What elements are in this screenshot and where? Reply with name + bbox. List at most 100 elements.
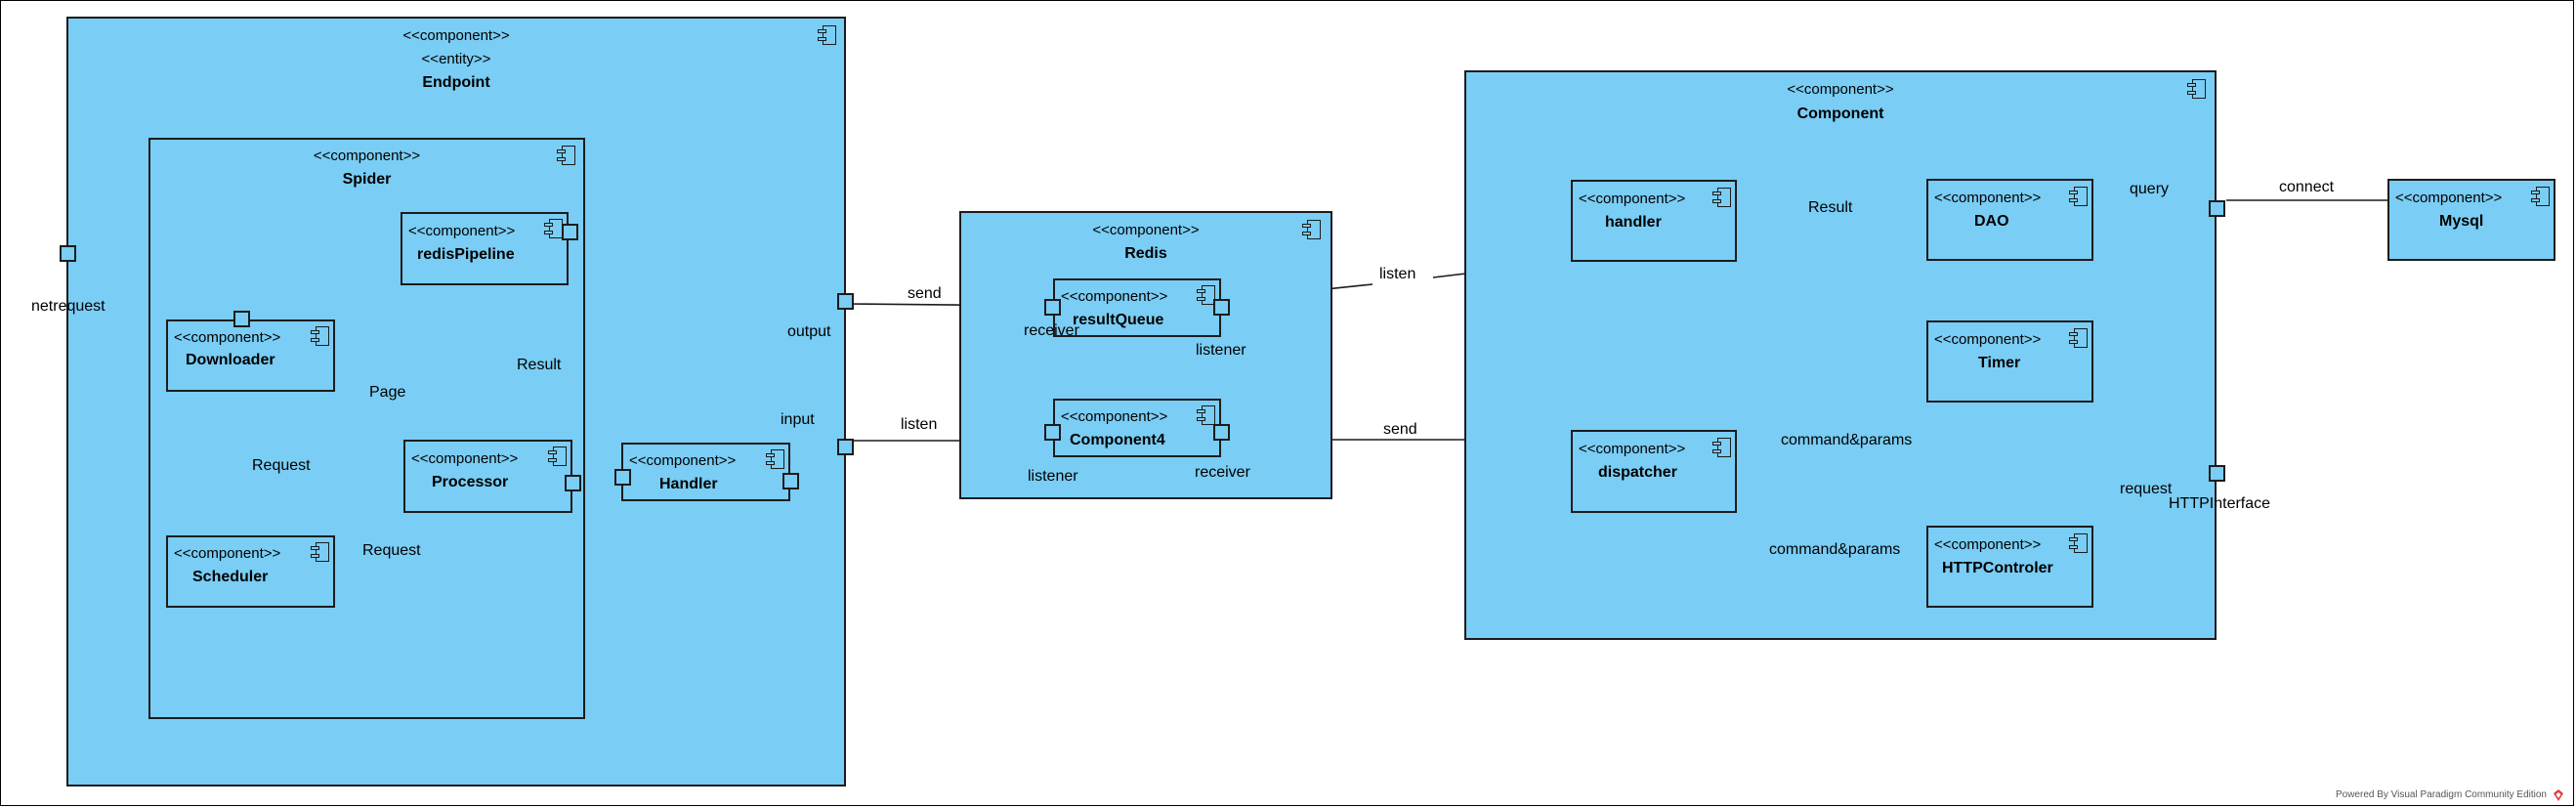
label-connect: connect (2279, 179, 2335, 195)
mysql-stereotype: <<component>> (2395, 190, 2503, 206)
scheduler-component[interactable]: <<component>> Scheduler (166, 535, 335, 608)
endpoint-entity-stereotype: <<entity>> (421, 51, 491, 67)
label-send-2: send (1383, 421, 1417, 438)
httpcontroler-stereotype: <<component>> (1934, 536, 2042, 553)
label-receiver-2: receiver (1195, 464, 1250, 481)
port-component4-receiver[interactable] (1213, 424, 1230, 441)
port-input[interactable] (837, 439, 854, 455)
resultqueue-component[interactable]: <<component>> resultQueue (1053, 278, 1221, 337)
port-netrequest[interactable] (60, 245, 76, 262)
label-result-2: Result (1808, 199, 1853, 216)
dispatcher-stereotype: <<component>> (1579, 441, 1686, 457)
dispatcher-name: dispatcher (1598, 464, 1677, 481)
component4-stereotype: <<component>> (1061, 408, 1168, 425)
label-send-1: send (908, 285, 942, 302)
port-handler-right[interactable] (782, 473, 799, 489)
downloader-stereotype: <<component>> (174, 329, 281, 346)
processor-component[interactable]: <<component>> Processor (403, 440, 572, 513)
component4-component[interactable]: <<component>> Component4 (1053, 399, 1221, 457)
downloader-name: Downloader (186, 352, 275, 368)
label-listener-2: listener (1028, 468, 1078, 485)
component-icon (766, 449, 784, 469)
port-query[interactable] (2209, 200, 2225, 217)
label-output: output (787, 323, 831, 340)
component-outer-name: Component (1796, 106, 1884, 122)
label-request-2: Request (362, 542, 421, 559)
redispipeline-name: redisPipeline (417, 246, 515, 263)
component-icon (557, 146, 575, 165)
component-icon (311, 542, 329, 562)
port-httpinterface[interactable] (2209, 465, 2225, 482)
component-icon (1302, 220, 1321, 239)
port-resultqueue-receiver[interactable] (1044, 299, 1061, 316)
label-httpinterface: HTTPInterface (2169, 495, 2271, 512)
handler-stereotype: <<component>> (1579, 191, 1686, 207)
resultqueue-name: resultQueue (1073, 312, 1164, 328)
mysql-name: Mysql (2439, 213, 2484, 230)
label-input: input (781, 411, 815, 428)
label-query: query (2130, 181, 2170, 197)
label-request-3: request (2120, 481, 2173, 497)
timer-stereotype: <<component>> (1934, 331, 2042, 348)
dispatcher-component[interactable]: <<component>> dispatcher (1571, 430, 1737, 513)
label-command-params-1: command&params (1781, 432, 1913, 448)
component-icon (311, 326, 329, 346)
component4-name: Component4 (1070, 432, 1165, 448)
visual-paradigm-logo-icon (2554, 789, 2563, 801)
timer-name: Timer (1978, 355, 2021, 371)
label-request-1: Request (252, 457, 311, 474)
component-icon (818, 25, 836, 45)
port-downloader-top[interactable] (233, 311, 250, 327)
handler-small-name: Handler (659, 476, 718, 492)
endpoint-name: Endpoint (422, 74, 490, 91)
component-icon (2187, 79, 2206, 99)
mysql-component[interactable]: <<component>> Mysql (2387, 179, 2555, 261)
endpoint-stereotype: <<component>> (402, 27, 510, 44)
component-icon (1712, 188, 1731, 207)
handler-component[interactable]: <<component>> handler (1571, 180, 1737, 262)
component-icon (1197, 285, 1215, 305)
port-processor[interactable] (565, 475, 581, 491)
handler-small-component[interactable]: <<component>> Handler (621, 443, 790, 501)
httpcontroler-component[interactable]: <<component>> HTTPControler (1926, 526, 2093, 608)
dao-component[interactable]: <<component>> DAO (1926, 179, 2093, 261)
port-redispipeline[interactable] (562, 224, 578, 240)
handler-small-stereotype: <<component>> (629, 452, 737, 469)
component-outer-stereotype: <<component>> (1787, 81, 1894, 98)
component-icon (2069, 328, 2088, 348)
label-netrequest: netrequest (31, 298, 106, 315)
port-handler-left[interactable] (614, 469, 631, 486)
downloader-component[interactable]: <<component>> Downloader (166, 319, 335, 392)
label-page: Page (369, 384, 406, 401)
resultqueue-stereotype: <<component>> (1061, 288, 1168, 305)
processor-stereotype: <<component>> (411, 450, 519, 467)
component-icon (2069, 187, 2088, 206)
port-resultqueue-listener[interactable] (1213, 299, 1230, 316)
component-icon (2069, 533, 2088, 553)
port-component4-listener[interactable] (1044, 424, 1061, 441)
spider-stereotype: <<component>> (313, 148, 421, 164)
label-result-1: Result (517, 357, 562, 373)
spider-name: Spider (342, 171, 392, 188)
redis-stereotype: <<component>> (1092, 222, 1200, 238)
port-output[interactable] (837, 293, 854, 310)
label-listen-2: listen (1379, 266, 1416, 282)
handler-name: handler (1605, 214, 1662, 231)
scheduler-stereotype: <<component>> (174, 545, 281, 562)
label-listen-1: listen (901, 416, 938, 433)
powered-by-footer: Powered By Visual Paradigm Community Edi… (2335, 789, 2547, 800)
timer-component[interactable]: <<component>> Timer (1926, 320, 2093, 403)
httpcontroler-name: HTTPControler (1942, 560, 2053, 576)
label-command-params-2: command&params (1769, 541, 1901, 558)
redispipeline-component[interactable]: <<component>> redisPipeline (401, 212, 569, 285)
redispipeline-stereotype: <<component>> (408, 223, 516, 239)
dao-stereotype: <<component>> (1934, 190, 2042, 206)
label-receiver-1: receiver (1024, 322, 1079, 339)
component-icon (544, 219, 563, 238)
component-icon (548, 447, 567, 466)
label-listener-1: listener (1196, 342, 1246, 359)
dao-name: DAO (1974, 213, 2009, 230)
processor-name: Processor (432, 474, 509, 490)
redis-name: Redis (1124, 245, 1167, 262)
